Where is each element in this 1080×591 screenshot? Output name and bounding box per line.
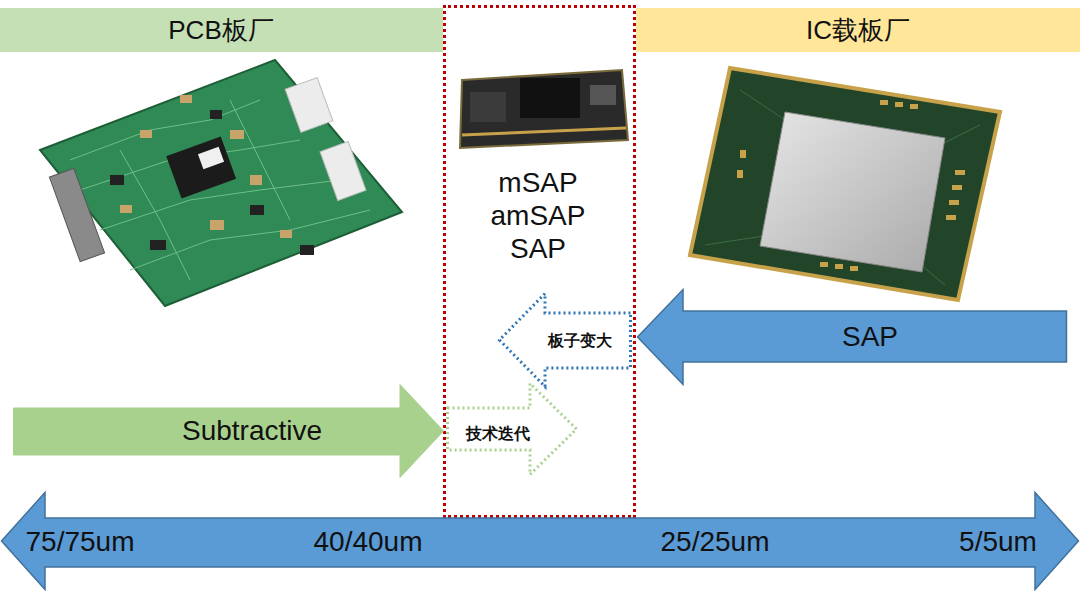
process-list: mSAP amSAP SAP (478, 166, 598, 265)
substrate-traces (705, 90, 980, 285)
pcb-traces (70, 100, 370, 280)
pcb-header (285, 78, 333, 133)
scale-arrow-shape (0, 491, 1080, 591)
pcb-photo (40, 60, 402, 306)
chip (520, 78, 580, 118)
scale-value: 5/5um (959, 525, 1037, 559)
capacitors (737, 100, 965, 271)
dotted-arrow-outline (448, 384, 577, 475)
pcb-connector (49, 168, 104, 261)
block-arrow: Subtractive (12, 383, 445, 479)
pcb-label (198, 147, 224, 170)
arrow-label: 板子变大 (548, 331, 612, 350)
block-arrow-outline (14, 385, 444, 478)
pcb-capacitors (120, 95, 292, 238)
pcb-header (320, 141, 366, 200)
arrow-label: 技术迭代 (466, 424, 530, 443)
scale-arrow-outline (2, 493, 1079, 590)
block-arrow: SAP (636, 288, 1068, 386)
board (460, 70, 628, 148)
scale-value: 75/75um (26, 525, 135, 559)
scale-value: 25/25um (661, 525, 770, 559)
chip (470, 92, 506, 122)
substrate (690, 68, 1000, 300)
header-label: IC载板厂 (806, 15, 910, 46)
arrow-label: SAP (842, 320, 898, 354)
chip (590, 85, 616, 105)
header-band: PCB板厂 (0, 8, 443, 52)
pcb-chips (110, 110, 314, 255)
scale-value: 40/40um (314, 525, 423, 559)
gold-edge (462, 128, 626, 135)
dotted-arrow-outline (500, 294, 631, 387)
header-label: PCB板厂 (168, 15, 273, 46)
block-arrow-outline (638, 290, 1067, 385)
pcb-module (166, 136, 236, 198)
substrate-photo (460, 70, 628, 148)
ic-package-photo (690, 68, 1000, 300)
heat-spreader (760, 112, 945, 272)
scale-arrow: 75/75um 40/40um 25/25um 5/5um (0, 491, 1080, 591)
dotted-arrow: 板子变大 (498, 292, 632, 388)
pcb-board (40, 60, 402, 306)
header-band: IC载板厂 (636, 8, 1080, 52)
dotted-arrow: 技术迭代 (446, 382, 578, 476)
arrow-label: Subtractive (182, 414, 322, 448)
dotted-region: mSAP amSAP SAP 板子变大技术迭代 (443, 5, 636, 518)
